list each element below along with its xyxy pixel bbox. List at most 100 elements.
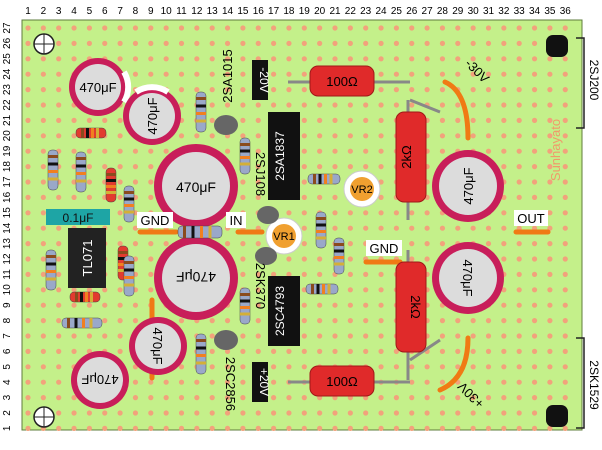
pcb-hole — [562, 333, 568, 339]
pcb-hole — [117, 25, 123, 31]
column-number: 7 — [117, 6, 123, 17]
pcb-hole — [409, 25, 415, 31]
pcb-hole — [531, 179, 538, 185]
pcb-hole — [501, 379, 507, 385]
pcb-hole — [363, 164, 369, 170]
pcb-hole — [40, 117, 46, 123]
svg-text:470μF: 470μF — [176, 179, 216, 195]
pcb-hole — [424, 87, 430, 93]
pcb-hole — [531, 271, 538, 277]
pcb-hole — [547, 117, 553, 123]
pcb-hole — [209, 87, 215, 93]
pcb-hole — [439, 395, 446, 401]
pcb-hole — [255, 148, 261, 154]
pcb-hole — [132, 56, 139, 62]
pcb-hole — [485, 117, 492, 123]
pcb-hole — [347, 210, 353, 216]
pcb-hole — [332, 348, 338, 354]
pcb-hole — [347, 25, 353, 31]
pcb-hole — [286, 425, 292, 431]
pcb-hole — [516, 287, 522, 293]
pcb-hole — [378, 194, 384, 200]
pcb-hole — [148, 40, 154, 47]
pcb-hole — [56, 348, 62, 354]
pcb-hole — [71, 194, 77, 200]
pcb-hole — [332, 102, 338, 108]
pcb-hole — [516, 364, 522, 370]
pcb-hole — [255, 194, 261, 200]
pcb-hole — [485, 410, 492, 416]
pcb-hole — [178, 364, 185, 370]
electrolytic-capacitor: 470μF — [129, 317, 187, 375]
pcb-hole — [485, 56, 492, 62]
pcb-hole — [56, 56, 62, 62]
pcb-hole — [378, 87, 384, 93]
pcb-hole — [424, 410, 430, 416]
pcb-hole — [148, 241, 154, 247]
pcb-hole — [531, 87, 538, 93]
pcb-hole — [485, 395, 492, 401]
pcb-hole — [209, 395, 215, 401]
pcb-hole — [393, 25, 399, 31]
pcb-hole — [148, 71, 154, 77]
pcb-hole — [301, 117, 307, 123]
pcb-hole — [255, 133, 261, 139]
pcb-hole — [485, 87, 492, 93]
svg-text:470μF: 470μF — [79, 80, 116, 95]
pcb-hole — [117, 333, 123, 339]
pcb-hole — [40, 348, 46, 354]
resistor — [307, 173, 341, 185]
pcb-hole — [102, 302, 108, 308]
pcb-hole — [56, 302, 62, 308]
pcb-hole — [378, 164, 384, 170]
pcb-hole — [271, 71, 277, 77]
pcb-hole — [117, 302, 123, 308]
pcb-hole — [332, 410, 338, 416]
pcb-hole — [163, 25, 169, 31]
row-number: 26 — [2, 37, 13, 49]
pcb-hole — [501, 102, 507, 108]
pcb-hole — [56, 333, 62, 339]
pcb-hole — [301, 210, 307, 216]
row-number: 1 — [2, 425, 13, 431]
svg-text:2kΩ: 2kΩ — [408, 295, 423, 319]
pcb-hole — [301, 164, 307, 170]
resistor — [45, 249, 57, 291]
power-transistor: 2SA1837 — [268, 112, 300, 200]
pcb-hole — [347, 117, 353, 123]
column-number: 12 — [191, 6, 203, 17]
pcb-hole — [71, 164, 77, 170]
pcb-hole — [501, 395, 507, 401]
pcb-hole — [209, 318, 215, 324]
row-number: 27 — [2, 22, 13, 34]
pcb-hole — [271, 56, 277, 62]
pcb-hole — [347, 425, 353, 431]
pcb-hole — [470, 364, 476, 370]
pcb-hole — [56, 225, 62, 231]
pcb-hole — [25, 348, 31, 354]
pcb-hole — [301, 287, 307, 293]
pcb-hole — [194, 410, 200, 416]
pcb-hole — [117, 225, 123, 231]
pcb-hole — [470, 25, 476, 31]
pcb-hole — [25, 225, 31, 231]
pcb-hole — [531, 348, 538, 354]
pcb-hole — [178, 395, 185, 401]
pcb-hole — [317, 117, 323, 123]
pcb-hole — [547, 25, 553, 31]
pcb-hole — [132, 379, 139, 385]
pcb-hole — [56, 102, 62, 108]
resistor — [315, 211, 327, 249]
power-transistor: 2SC4793 — [268, 276, 300, 346]
pcb-hole — [25, 148, 31, 154]
pcb-hole — [209, 25, 215, 31]
pcb-hole — [363, 25, 369, 31]
pcb-hole — [516, 71, 522, 77]
pcb-hole — [455, 410, 461, 416]
pcb-hole — [547, 271, 553, 277]
pcb-hole — [271, 395, 277, 401]
pcb-hole — [255, 102, 261, 108]
pcb-hole — [439, 133, 446, 139]
pcb-hole — [240, 56, 246, 62]
